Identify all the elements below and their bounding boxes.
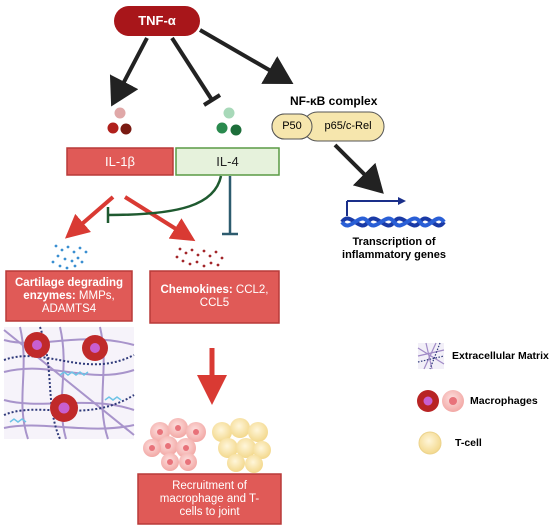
tcell-cluster-image (212, 418, 271, 473)
il1b-label: IL-1β (105, 154, 135, 169)
chemokine-dots-icon (175, 247, 224, 268)
il1b-molecule-icon (107, 107, 132, 135)
cartilage-enzymes-rest: MMPs, ADAMTS4 (41, 289, 115, 315)
enzyme-dots-icon (51, 244, 88, 270)
cartilage-enzymes-box (5, 270, 133, 322)
legend-tcell-icon (418, 431, 442, 455)
arrow-nfkb-to-transcription (333, 143, 384, 194)
inhibit-bar-il4 (202, 93, 222, 107)
recruitment-box (137, 473, 282, 525)
il1b-box (66, 147, 174, 176)
cartilage-enzymes-bold: Cartilage degrading enzymes: (15, 276, 123, 302)
arrow-il1b-to-cartilage (64, 195, 115, 239)
recruitment-text: Recruitment of macrophage and T-cells to… (159, 479, 260, 518)
transcription-label: Transcription of inflammatory genes (342, 236, 446, 261)
chemokines-box (149, 270, 280, 324)
macrophage-cluster-image (143, 418, 206, 471)
dna-icon (340, 197, 446, 228)
arrow-tnf-to-il1b (109, 37, 149, 107)
legend-macrophages-label: Macrophages (470, 395, 538, 407)
arrow-tnf-to-nfkb (198, 28, 294, 85)
arrow-il1b-to-chemokines (123, 195, 196, 242)
p50-label: P50 (282, 120, 302, 132)
tnf-alpha-label: TNF-α (138, 13, 176, 28)
il4-label: IL-4 (216, 154, 239, 169)
tnf-alpha-node (114, 6, 200, 36)
extracellular-matrix-image (3, 326, 135, 440)
inhibit-tnf-to-il4 (170, 36, 214, 102)
legend-ecm-icon (417, 342, 445, 370)
legend-ecm-label: Extracellular Matrix (452, 350, 549, 362)
cartilage-enzymes-text: Cartilage degrading enzymes: MMPs, ADAMT… (6, 271, 132, 321)
il4-molecule-icon (216, 107, 242, 136)
chemokines-rest: CCL2, CCL5 (199, 284, 269, 309)
p50-node-front (271, 113, 313, 140)
il4-box (175, 147, 280, 176)
legend-macrophage-icon (417, 390, 464, 412)
legend-tcell-label: T-cell (455, 437, 482, 449)
nfkb-title: NF-κB complex (290, 94, 378, 108)
chemokines-bold: Chemokines: (160, 284, 233, 296)
p65-label: p65/c-Rel (324, 120, 372, 132)
chemokines-text: Chemokines: CCL2, CCL5 (150, 271, 279, 323)
inhibit-il4-to-cartilage (107, 175, 223, 217)
